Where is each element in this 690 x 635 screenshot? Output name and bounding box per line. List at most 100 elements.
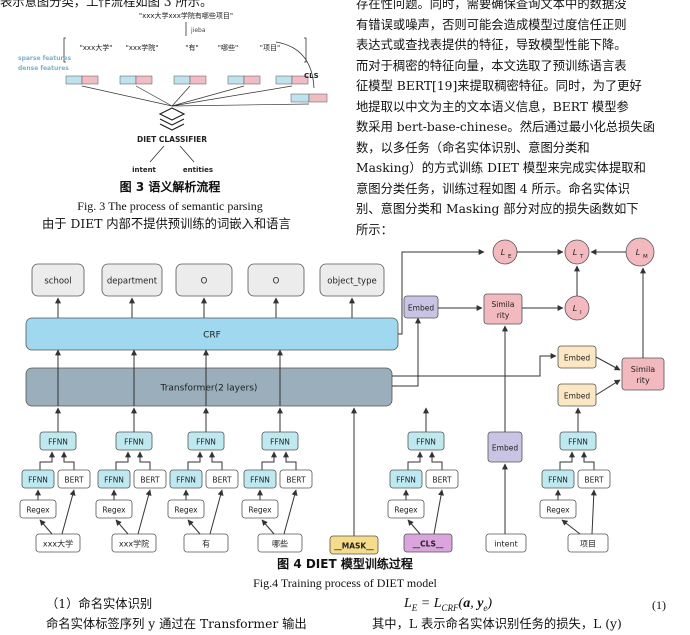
fig3-arrow-entities (179, 145, 195, 163)
loss-m-label: L (636, 248, 640, 257)
paragraph-line: Masking）的方式训练 DIET 模型来完成实体提取和 (356, 161, 646, 175)
intent-label-label: intent (494, 540, 518, 549)
ffnn-top-0 (39, 431, 77, 451)
regex-0-label: Regex (26, 506, 50, 515)
regex-cls (387, 499, 425, 519)
embed-intent-label: Embed (492, 444, 518, 453)
arrow-input-bert (209, 489, 224, 535)
bert-cls-label: BERT (432, 476, 452, 485)
paragraph-line: 而对于稠密的特征向量，本文选取了预训练语言表 (356, 58, 627, 73)
ffnn-top-0-label: FFNN (48, 438, 68, 447)
fig3-dense-label: dense features (18, 65, 69, 72)
ffnn-bottom-cls-label: FFNN (396, 476, 416, 485)
paragraph-line: 数，以多任务（命名实体识别、意图分类和 (356, 140, 590, 155)
loss-t (564, 239, 590, 265)
fig3-arrow (81, 85, 173, 107)
loss-t-label: L (573, 248, 577, 257)
arrow-ffnn-merge (261, 451, 277, 470)
arrow-crf-le (398, 249, 485, 335)
ffnn-bottom-1-label: FFNN (104, 476, 124, 485)
fig3-sparse-feature (65, 75, 83, 85)
crf-layer-label: CRF (203, 331, 221, 341)
arrow-input-bert (590, 489, 597, 535)
arrow-bert-merge (283, 451, 297, 470)
arrow-bert-merge (429, 451, 443, 470)
similarity-mask-label: rity (497, 311, 510, 320)
fig3-token-list: "xxx大学""xxx学院""有""哪些""项目" (80, 43, 281, 52)
similarity-mask-label: Simila (492, 300, 515, 309)
bert-0 (57, 469, 91, 489)
fig3-arrow (171, 85, 191, 107)
ffnn-top-label (559, 431, 597, 451)
similarity-label-label: rity (636, 376, 650, 385)
fig3-arrow (171, 103, 310, 107)
embed-mask-label: Embed (408, 304, 434, 313)
ffnn-bottom-2-label: FFNN (176, 476, 196, 485)
cls-token (403, 533, 453, 553)
fig3-dense-feature (243, 75, 261, 85)
regex-cls-label: Regex (394, 506, 418, 515)
fig3-dense-feature (81, 75, 99, 85)
ffnn-top-cls-label: FFNN (416, 438, 436, 447)
fig3-token: "xxx学院" (126, 43, 159, 52)
fig3-dense-feature (189, 75, 207, 85)
fig3-intent-label: intent (132, 166, 156, 174)
arrow-bert-merge (209, 451, 223, 470)
transformer-layer-label: Transformer(2 layers) (160, 384, 258, 394)
arrow-input-regex (187, 519, 201, 535)
paragraph-line: 意图分类任务，训练过程如图 4 所示。命名实体识 (356, 181, 630, 196)
input-token-2-label: 有 (202, 539, 210, 549)
layers-icon (158, 107, 186, 131)
paragraph-line: 数采用 bert-base-chinese。然后通过最小化总损失函 (356, 120, 655, 134)
input-token-0 (35, 533, 81, 553)
header-text: 表示意图分类，工作流程如图 3 所示。 (0, 0, 213, 9)
loss-e-label: L (501, 248, 505, 257)
paragraph-line: 存在性问题。同时，需要确保查询文本中的数据没 (356, 0, 627, 11)
fig3-arrow-intent (149, 145, 165, 163)
fig3-cls-label: CLS (304, 72, 319, 80)
fig3-dense-feature (291, 75, 309, 85)
fig3-token: "xxx大学" (80, 43, 113, 52)
body-line-left: 由于 DIET 内部不提供预训练的词嵌入和语言 (42, 217, 291, 231)
figure-3-diagram: "xxx大学xxx学院有哪些项目" jieba "xxx大学" "xxx学院" "有… (18, 11, 328, 174)
loss-i-subscript: I (580, 310, 582, 316)
fig3-sparse-feature (275, 75, 293, 85)
fig3-jieba-label: jieba (190, 27, 206, 34)
input-token-1 (111, 533, 157, 553)
fig3-sparse-feature (227, 75, 245, 85)
ffnn-bottom-3 (243, 469, 277, 489)
arrow-mask-embed (392, 317, 421, 387)
ffnn-top-2 (187, 431, 225, 451)
arrow-bert-merge (137, 451, 151, 470)
cls-token-label: __CLS__ (413, 540, 444, 549)
loss-t-subscript: T (579, 254, 584, 260)
regex-1 (95, 499, 133, 519)
paragraph-line: 地提取以中文为主的文本语义信息，BERT 模型参 (356, 99, 629, 114)
fig3-query-text: "xxx大学xxx学院有哪些项目" (139, 11, 233, 20)
arrow-input-regex (115, 519, 129, 535)
ffnn-top-2-label: FFNN (196, 438, 216, 447)
fig3-token: "哪些" (218, 43, 238, 52)
fig3-cls-arrow (275, 41, 315, 89)
paragraph-line: 有错误或噪声，否则可能会造成模型过度信任正则 (356, 17, 627, 32)
bert-2 (205, 469, 239, 489)
arrow-input-regex (261, 519, 275, 535)
similarity-label (621, 357, 665, 391)
ffnn-top-cls (407, 431, 445, 451)
loss-i-label: L (573, 304, 577, 313)
arrow-ffnn-merge (559, 451, 575, 470)
output-2-label: O (201, 277, 208, 287)
similarity-mask (483, 293, 523, 325)
loss-m-subscript: M (643, 254, 648, 260)
arrow-input-bert (433, 489, 444, 535)
ffnn-top-label-label: FFNN (568, 438, 588, 447)
section-heading: （1）命名实体识别 (46, 597, 153, 611)
output-1-label: department (107, 277, 158, 287)
arrow-input-regex (407, 519, 421, 535)
arrow-ffnn-merge (187, 451, 203, 470)
fig3-token: "有" (185, 43, 198, 52)
mask-token (329, 535, 379, 555)
output-0-label: school (44, 277, 71, 287)
mask-token-label: __MASK__ (334, 542, 374, 551)
